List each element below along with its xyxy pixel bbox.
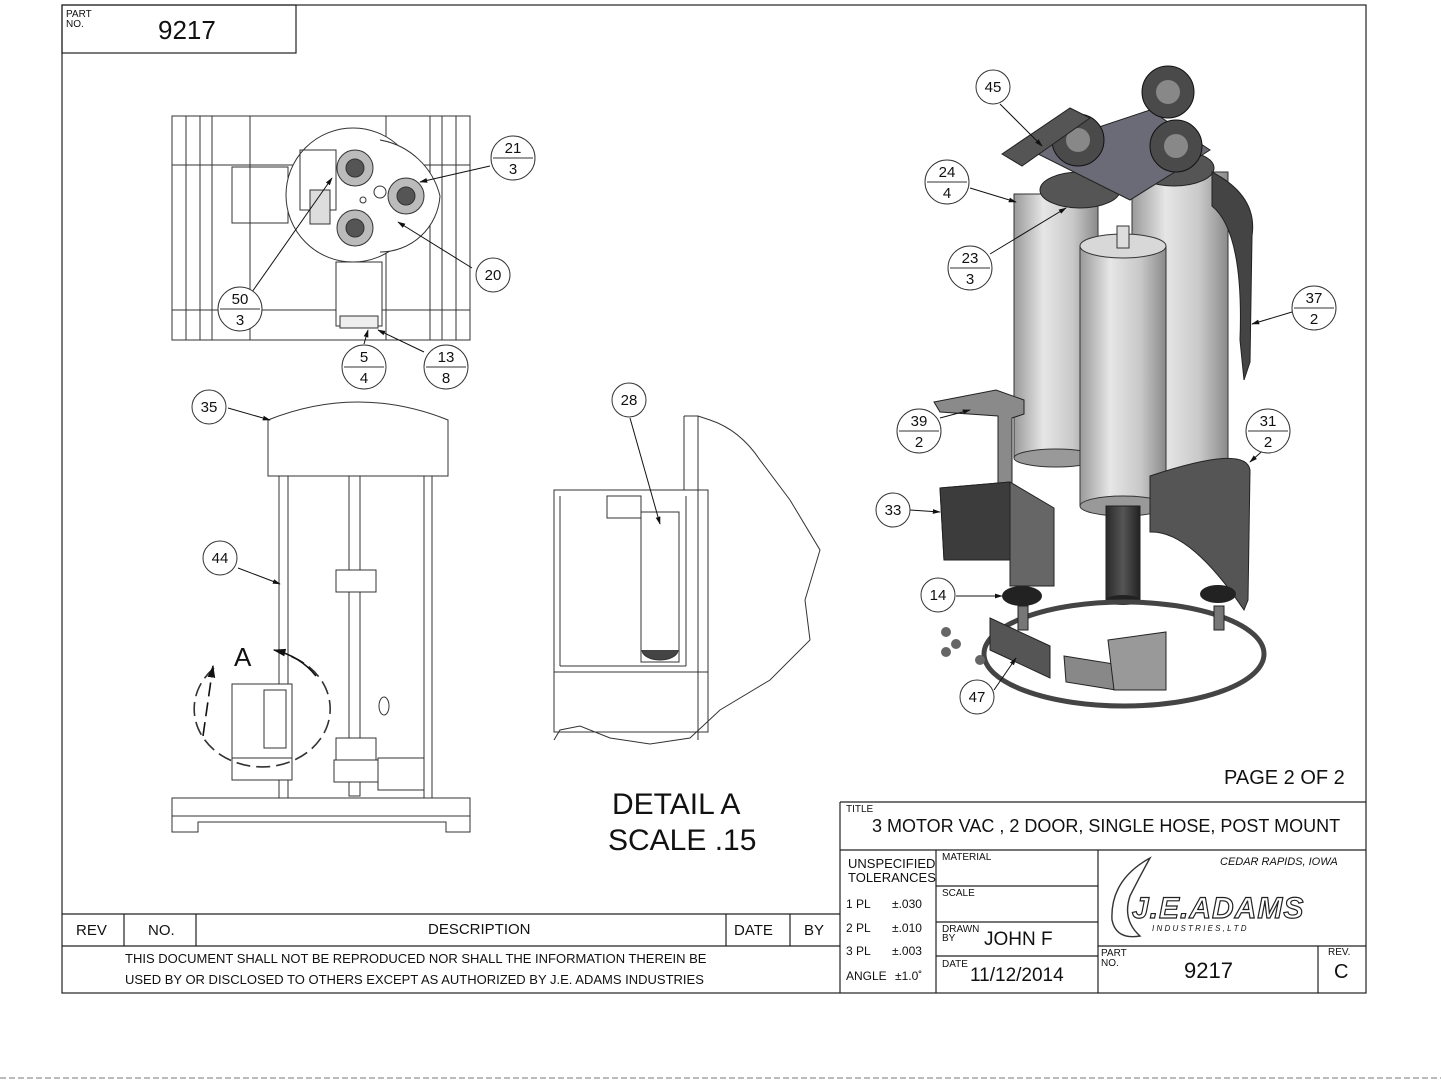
balloon-37: 372 [1291,285,1337,331]
material-label: MATERIAL [942,852,992,863]
balloon-31: 312 [1245,408,1291,454]
title-label: TITLE [846,804,874,815]
date-header: DATE [734,922,773,939]
balloon-quantity: 3 [966,271,974,288]
part-no-label-2: NO. [66,19,84,30]
balloon-item-number: 13 [438,349,455,366]
balloon-14: 14 [920,577,956,613]
tol-3pl-value: ±.003 [892,944,922,958]
front-view [171,401,471,833]
balloon-item-number: 45 [985,79,1002,96]
leader-lines [227,103,1293,691]
balloon-39: 392 [896,408,942,454]
balloon-quantity: 3 [236,312,244,329]
tol-angle-label: ANGLE [846,969,887,983]
balloon-item-number: 24 [939,164,956,181]
page-label: PAGE 2 OF 2 [1224,767,1345,789]
detail-marker-letter: A [234,642,252,672]
date-label: DATE [942,959,968,970]
detail-a-view [553,415,821,745]
title-block-grid [62,801,1366,993]
isometric-assembly [933,65,1267,709]
drawn-by-value: JOHN F [984,929,1053,950]
balloon-47: 47 [959,679,995,715]
balloon-quantity: 2 [1264,434,1272,451]
balloon-item-number: 23 [962,250,979,267]
drawn-by-label-2: BY [942,933,956,944]
balloon-50: 503 [217,286,263,332]
rev-value: C [1334,961,1349,983]
balloon-35: 35 [191,389,227,425]
notice-line-1: THIS DOCUMENT SHALL NOT BE REPRODUCED NO… [125,951,707,966]
part-label-2: NO. [1101,958,1119,969]
balloon-quantity: 4 [943,185,951,202]
rev-header: REV [76,922,107,939]
tol-2pl-value: ±.010 [892,921,922,935]
by-header: BY [804,922,825,939]
balloon-21: 213 [490,135,536,181]
balloon-quantity: 2 [1310,311,1318,328]
balloon-33: 33 [875,492,911,528]
tol-2pl-label: 2 PL [846,921,871,935]
balloon-item-number: 21 [505,140,522,157]
balloon-item-number: 20 [485,267,502,284]
balloon-item-number: 31 [1260,413,1277,430]
tol-1pl-label: 1 PL [846,897,871,911]
balloon-45: 45 [975,69,1011,105]
balloon-group: 45 244 213 20 233 372 503 54 138 35 28 [191,69,1337,715]
notice-line-2: USED BY OR DISCLOSED TO OTHERS EXCEPT AS… [125,972,704,987]
top-view [171,115,471,341]
detail-label: DETAIL A [612,788,741,821]
sheet-border [61,4,1367,994]
company-logo-sub: I N D U S T R I E S , L T D [1152,924,1247,933]
balloon-20: 20 [475,257,511,293]
balloon-item-number: 14 [930,587,947,604]
balloon-item-number: 33 [885,502,902,519]
balloon-item-number: 50 [232,291,249,308]
no-header: NO. [148,922,175,939]
tol-3pl-label: 3 PL [846,944,871,958]
scale-label: SCALE [942,888,975,899]
description-header: DESCRIPTION [428,921,531,938]
balloon-28: 28 [611,382,647,418]
logo-flame [1111,856,1152,938]
balloon-item-number: 28 [621,392,638,409]
part-label: PART [1101,948,1127,959]
balloon-item-number: 47 [969,689,986,706]
part-no-box [61,4,297,54]
part-number-value: 9217 [1184,958,1233,983]
balloon-quantity: 3 [509,161,517,178]
part-no-label: PART [66,9,92,20]
tol-angle-value: ±1.0˚ [895,969,923,983]
drawn-by-label: DRAWN [942,924,980,935]
balloon-24: 244 [924,159,970,205]
balloon-quantity: 4 [360,370,368,387]
balloon-13: 138 [423,344,469,390]
balloon-item-number: 39 [911,413,928,430]
tol-1pl-value: ±.030 [892,897,922,911]
balloon-quantity: 8 [442,370,450,387]
balloon-item-number: 35 [201,399,218,416]
balloon-item-number: 44 [212,550,229,567]
balloon-5: 54 [341,344,387,390]
date-value: 11/12/2014 [970,965,1064,986]
tolerances-label-2: TOLERANCES [848,870,936,885]
company-location: CEDAR RAPIDS, IOWA [1220,856,1338,868]
balloon-44: 44 [202,540,238,576]
balloon-quantity: 2 [915,434,923,451]
balloon-23: 233 [947,245,993,291]
balloon-item-number: 5 [360,349,368,366]
part-no-value: 9217 [158,15,216,45]
tolerances-label: UNSPECIFIED [848,856,936,871]
company-logo-name: J.E.ADAMS [1131,892,1305,925]
balloon-item-number: 37 [1306,290,1323,307]
detail-scale: SCALE .15 [608,824,757,857]
rev-label: REV. [1328,947,1351,958]
drawing-title: 3 MOTOR VAC , 2 DOOR, SINGLE HOSE, POST … [872,816,1341,836]
